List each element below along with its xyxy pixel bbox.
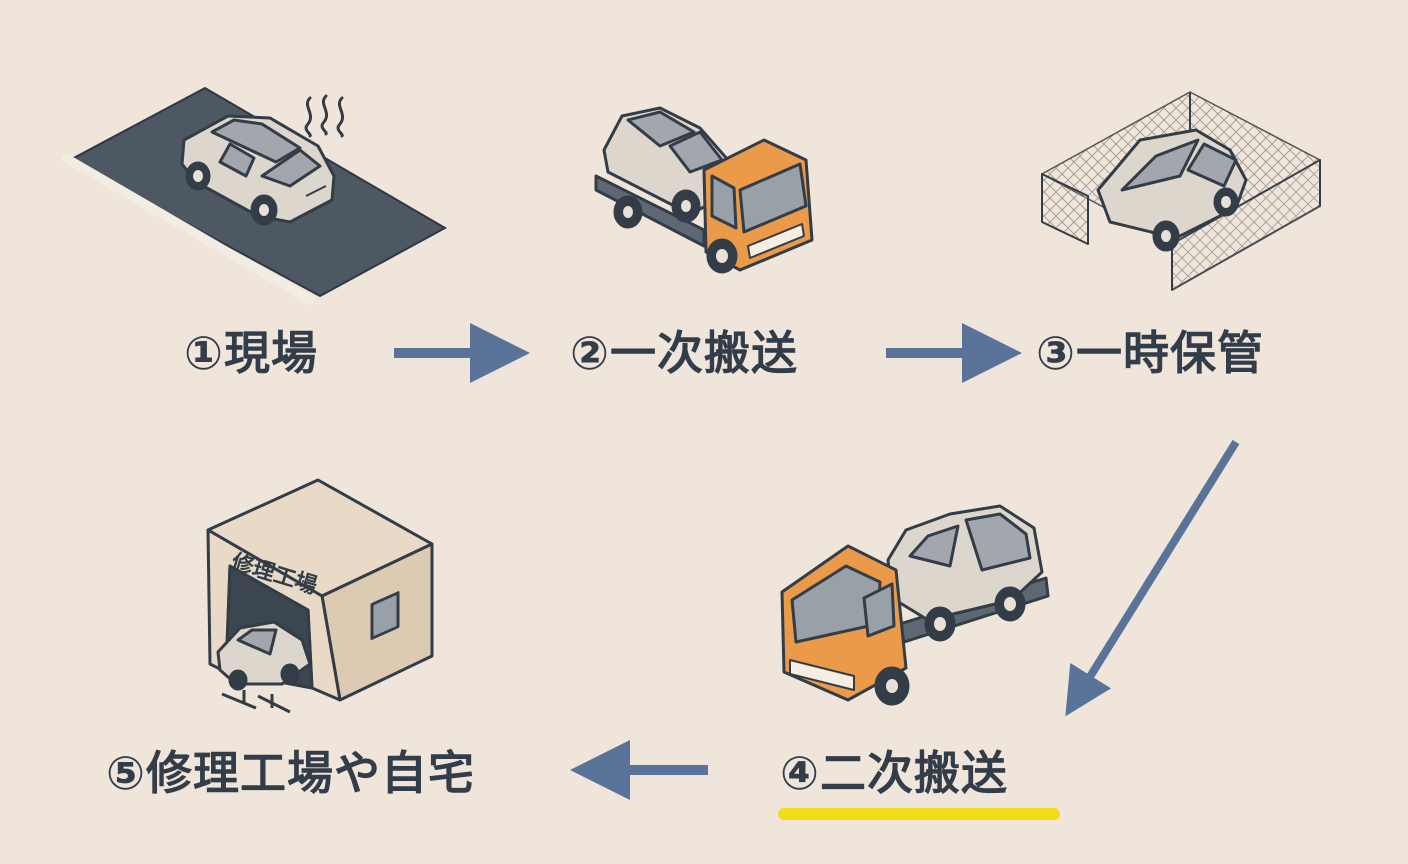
step-1-label: ①現場 — [184, 326, 318, 380]
tow-truck-carrying-car-icon — [780, 504, 1050, 706]
arrow-step3-to-step4 — [1065, 439, 1240, 717]
step-4-highlight-underline — [778, 808, 1060, 820]
step-2-label: ②一次搬送 — [570, 326, 798, 380]
repair-shop-icon — [206, 478, 434, 714]
accident-car-on-road-icon — [61, 86, 448, 305]
tow-truck-carrying-car-icon — [594, 106, 814, 274]
fenced-storage-yard-icon — [1041, 91, 1321, 291]
step-5-label: ⑤修理工場や自宅 — [106, 746, 475, 800]
step-3-label: ③一時保管 — [1036, 326, 1264, 380]
step-4-label: ④二次搬送 — [780, 746, 1008, 800]
